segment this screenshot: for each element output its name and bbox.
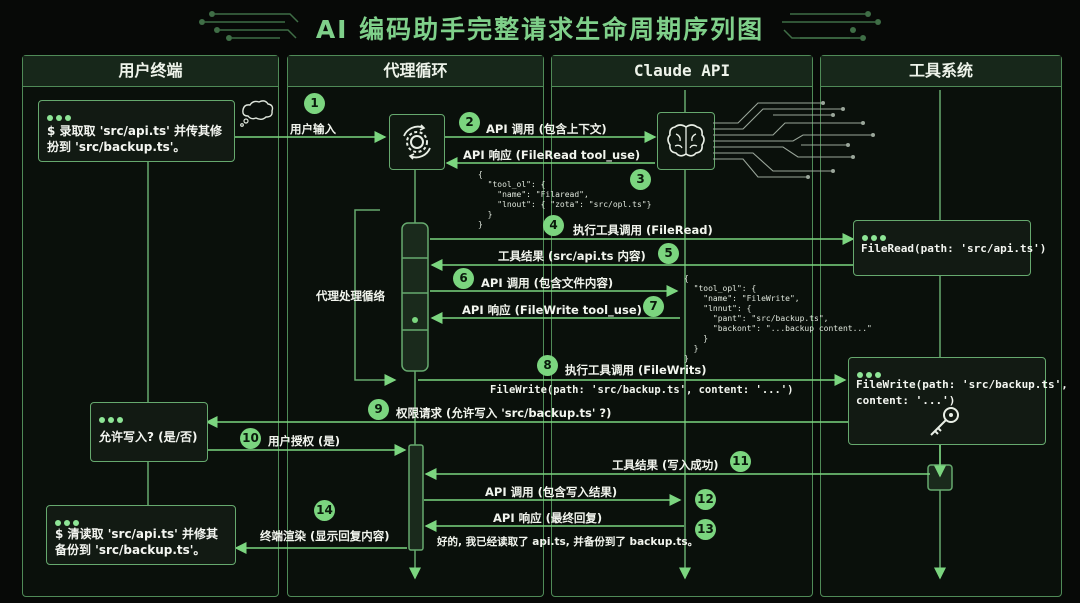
step-11-label: 工具结果 (写入成功) [612,458,719,472]
step-6-label: API 调用 (包含文件内容) [481,276,614,290]
step-10-number: 10 [240,428,261,449]
window-dots-icon [862,226,889,245]
tool-write-box: FileWrite(path: 'src/backup.ts', content… [848,357,1068,445]
step-13-number: 13 [695,519,716,540]
tool-write-text: FileWrite(path: 'src/backup.ts', content… [856,378,1068,407]
window-dots-icon [47,106,74,125]
step-2-number: 2 [459,112,480,133]
brain-circuit-icon [667,124,705,157]
step-2-label: API 调用 (包含上下文) [486,122,607,136]
window-dots-icon [857,363,884,382]
step-7-number: 7 [643,296,664,317]
window-dots-icon [55,511,82,530]
step-12-number: 12 [695,489,716,510]
step-5-label: 工具结果 (src/api.ts 内容) [498,249,646,263]
permission-prompt-text: 允许写入? (是/否) [99,430,198,444]
user-prompt-text: $ 录取取 'src/api.ts' 并传其修 扮到 'src/backup.t… [47,124,223,154]
activation-final [408,444,424,551]
step-3-number: 3 [630,169,651,190]
circuit-decoration [199,11,881,41]
step-6-number: 6 [453,268,474,289]
lane-tool-system: 工具系统 [820,55,1062,597]
final-output-box: $ 清读取 'src/api.ts' 并修其 备份到 'src/backup.t… [46,505,236,565]
lane-header-tools: 工具系统 [821,56,1061,87]
user-prompt-box: $ 录取取 'src/api.ts' 并传其修 扮到 'src/backup.t… [38,100,235,162]
lane-header-agent: 代理循环 [288,56,543,87]
code-write-call: { "tool_opl": { "name": "FileWrite", "ln… [684,274,872,363]
activation-loop [401,222,429,372]
step-11-number: 11 [730,451,751,472]
step-13-sublabel: 好的, 我已经读取了 api.ts, 并备份到了 backup.ts。 [437,536,699,548]
step-7-label: API 响应 (FileWrite tool_use) [462,303,642,317]
thought-bubble-icon [240,100,274,127]
lane-header-user: 用户终端 [23,56,278,87]
permission-prompt-box: 允许写入? (是/否) [90,402,208,462]
circuit-traces-decoration [713,101,875,179]
step-10-label: 用户授权 (是) [268,434,341,448]
step-14-label: 终端渲染 (显示回复内容) [260,529,390,543]
tool-read-box: FileRead(path: 'src/api.ts') [853,220,1046,276]
step-5-number: 5 [658,243,679,264]
window-dots-icon [99,408,126,427]
key-icon [930,407,959,436]
code-read-call: { "tool_ol": { "name": "Filaread", "lnou… [478,170,652,229]
claude-api-node [657,112,715,170]
loop-bracket [354,209,397,386]
gear-cycle-icon [403,124,431,160]
loop-label: 代理处理循络 [316,289,385,303]
agent-loop-node [389,114,445,170]
diagram-title: AI 编码助手完整请求生命周期序列图 [315,15,765,44]
lane-header-api: Claude API [552,56,812,87]
step-14-number: 14 [314,500,335,521]
step-12-label: API 调用 (包含写入结果) [485,485,618,499]
step-8-label: 执行工具调用 (FileWrits) [565,363,707,377]
step-8-number: 8 [537,355,558,376]
lane-claude-api: Claude API [551,55,813,597]
step-9-number: 9 [368,399,389,420]
step-8-sublabel: FileWrite(path: 'src/backup.ts', content… [490,384,794,396]
step-3-label: API 响应 (FileRead tool_use) [463,148,641,162]
step-1-number: 1 [304,93,325,114]
step-13-label: API 响应 (最终回复) [493,511,603,525]
step-4-number: 4 [543,215,564,236]
tool-read-text: FileRead(path: 'src/api.ts') [861,242,1047,255]
final-output-text: $ 清读取 'src/api.ts' 并修其 备份到 'src/backup.t… [55,527,219,557]
step-1-label: 用户输入 [290,122,336,136]
step-9-label: 权限请求 (允许写入 'src/backup.ts' ?) [396,406,612,420]
step-4-label: 执行工具调用 (FileRead) [573,223,713,237]
